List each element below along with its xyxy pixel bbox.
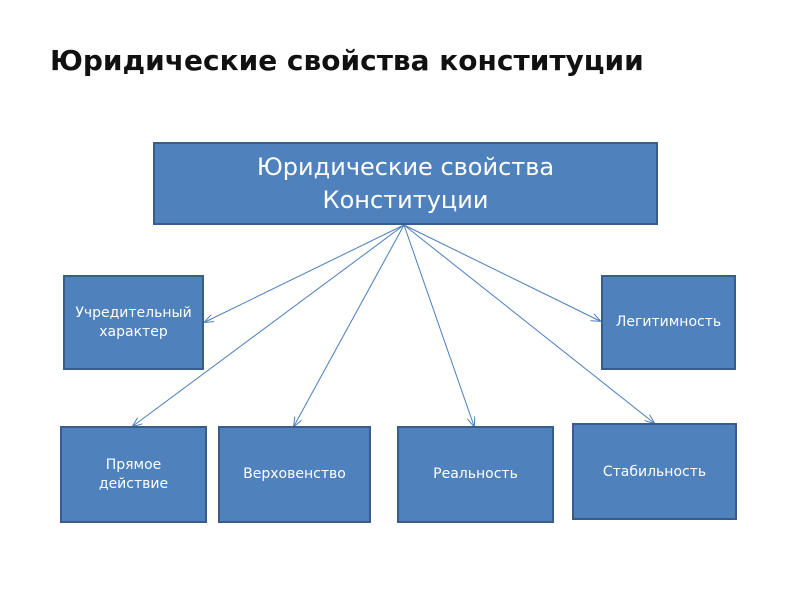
arrow-to-reality [403, 224, 474, 426]
arrow-to-constituent [205, 224, 405, 322]
arrow-to-supremacy [294, 224, 405, 426]
root-node-line2: Конституции [322, 185, 489, 214]
node-supremacy: Верховенство [218, 426, 371, 523]
node-direct-action-line2: действие [98, 475, 169, 492]
arrow-to-legitimacy [403, 224, 600, 321]
node-stability: Стабильность [572, 423, 737, 520]
root-node: Юридические свойства Конституции [153, 142, 658, 225]
node-constituent-label: Учредительный характер [75, 304, 192, 340]
node-reality-label: Реальность [433, 466, 518, 482]
node-reality: Реальность [397, 426, 554, 523]
root-node-line1: Юридические свойства [256, 152, 555, 181]
node-direct-action: Прямое действие [60, 426, 207, 523]
node-constituent: Учредительный характер [63, 275, 204, 370]
slide-title: Юридические свойства конституции [50, 44, 644, 77]
node-legitimacy: Легитимность [601, 275, 736, 370]
node-stability-label: Стабильность [602, 464, 707, 480]
node-direct-action-line1: Прямое [105, 456, 162, 473]
node-supremacy-label: Верховенство [243, 466, 346, 482]
node-legitimacy-label: Легитимность [615, 314, 722, 330]
